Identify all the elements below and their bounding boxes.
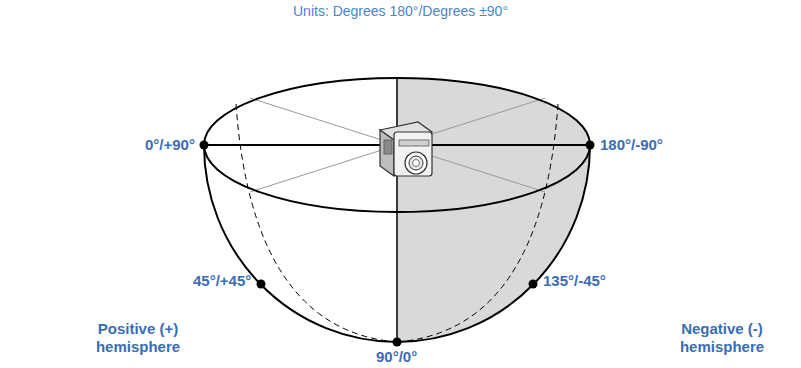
dashed-meridian [236,104,397,342]
rim-ellipse [204,78,590,212]
negative-shading [397,78,590,342]
angle-label: 135°/-45° [543,272,606,290]
angle-label: 180°/-90° [600,136,663,154]
camera-icon [380,122,432,176]
hemisphere-label: Negative (-) hemisphere [666,320,778,356]
angle-label: 0°/+90° [145,136,195,154]
angle-label: 90°/0° [376,348,417,366]
hemisphere-label: Positive (+) hemisphere [82,320,194,356]
position-dots [200,141,595,347]
dashed-meridian [397,104,558,342]
units-title: Units: Degrees 180°/Degrees ±90° [293,3,508,20]
angle-label: 45°/+45° [193,272,251,290]
front-meridian [396,78,398,342]
